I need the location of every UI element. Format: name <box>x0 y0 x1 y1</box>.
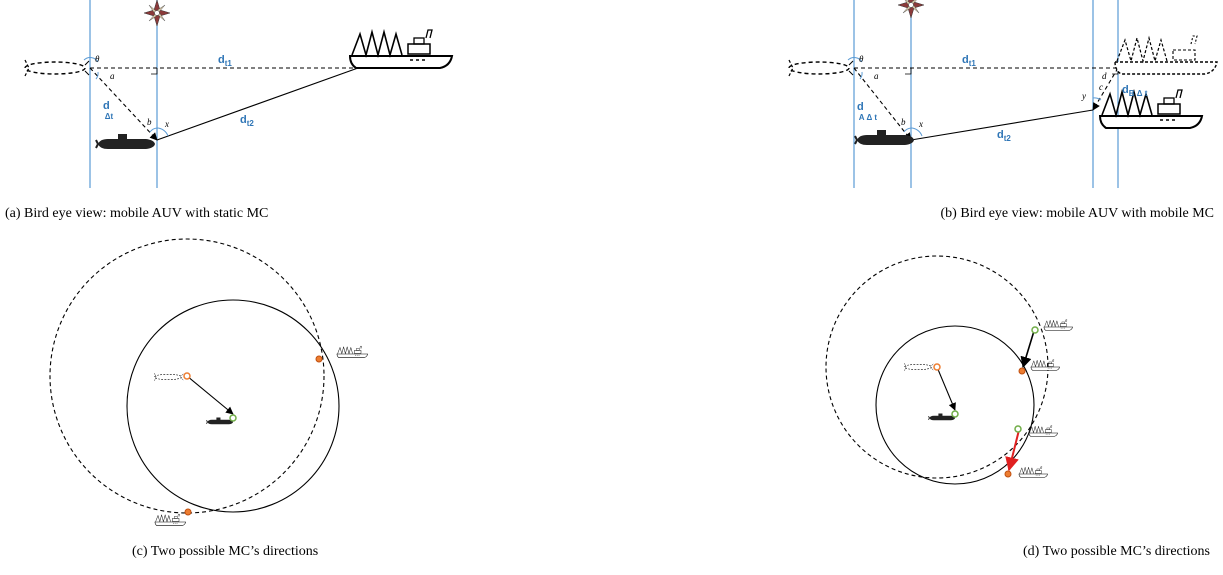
ship-icon <box>336 345 368 358</box>
end-point <box>229 414 237 422</box>
ship-dashed-icon <box>1114 35 1218 75</box>
intersection-point <box>184 508 192 516</box>
solid-range-circle <box>875 325 1035 485</box>
y-label: y <box>1081 91 1086 101</box>
x-arc <box>910 127 923 137</box>
right-angle-mark <box>905 68 912 75</box>
dashed-range-circle <box>49 238 325 514</box>
x-label: x <box>918 119 923 129</box>
solid-range-circle <box>126 299 340 513</box>
a-arc <box>859 71 863 80</box>
compass-rose-icon <box>143 0 171 27</box>
ship-dashed-icon <box>1028 425 1058 437</box>
b-label: b <box>901 117 906 127</box>
c-label: c <box>1099 82 1103 92</box>
mc-start-point <box>1031 326 1039 334</box>
auv-icon <box>206 417 234 425</box>
dt2-label: dt2 <box>997 129 1011 143</box>
dt2-line <box>156 67 359 141</box>
theta-arc <box>847 57 863 63</box>
dadt-line <box>853 67 912 141</box>
dbdt-label: dB Δ t <box>1122 84 1148 98</box>
mc-start-point <box>1014 425 1022 433</box>
x-label: x <box>164 119 169 129</box>
mc-move-arrow <box>1020 330 1035 369</box>
intersection-point <box>1018 367 1026 375</box>
y-arc <box>1092 97 1102 101</box>
theta-arc <box>83 57 99 63</box>
ddt-line <box>89 67 158 141</box>
theta-label: θ <box>859 54 864 64</box>
intersection-point <box>1004 470 1012 478</box>
caption-c: (c) Two possible MC’s directions <box>132 544 318 559</box>
ship-icon <box>1018 466 1048 478</box>
panel-d: (d) Two possible MC’s directions <box>825 255 1210 559</box>
ship-icon <box>1099 89 1203 129</box>
b-arc <box>149 127 158 133</box>
a-label: a <box>874 71 879 81</box>
ship-dashed-icon <box>1043 319 1073 331</box>
auv-move-arrow <box>936 366 956 411</box>
dt2-line <box>910 109 1094 141</box>
auv-move-arrow <box>186 375 234 415</box>
intersection-point <box>315 355 323 363</box>
dt1-label: dt1 <box>218 54 232 68</box>
ship-icon <box>349 29 453 69</box>
a-arc <box>95 71 99 80</box>
b-arc <box>903 127 912 133</box>
end-point <box>951 410 959 418</box>
auv-icon <box>928 413 956 421</box>
auv-icon <box>95 133 156 150</box>
start-point <box>183 372 191 380</box>
auv-dashed-icon <box>788 59 854 77</box>
auv-dashed-icon <box>154 373 184 381</box>
theta-label: θ <box>95 54 100 64</box>
auv-dashed-icon <box>24 59 90 77</box>
caption-d: (d) Two possible MC’s directions <box>1023 544 1210 559</box>
right-angle-mark <box>151 68 158 75</box>
caption-a: (a) Bird eye view: mobile AUV with stati… <box>5 206 268 221</box>
dt2-label: dt2 <box>240 114 254 128</box>
auv-dashed-icon <box>904 363 934 371</box>
auv-icon <box>854 129 915 146</box>
b-label: b <box>147 117 152 127</box>
ship-icon <box>1030 359 1060 371</box>
start-point <box>933 363 941 371</box>
d-label: d <box>1102 71 1107 81</box>
panel-c: (c) Two possible MC’s directions <box>49 238 368 559</box>
dbdt-line <box>1092 67 1119 111</box>
ship-icon <box>154 513 186 526</box>
compass-rose-icon <box>897 0 925 19</box>
x-arc <box>156 127 169 137</box>
mc-move-arrow-red <box>1005 429 1020 472</box>
a-label: a <box>110 71 115 81</box>
caption-b: (b) Bird eye view: mobile AUV with mobil… <box>941 206 1215 221</box>
dt1-label: dt1 <box>962 54 976 68</box>
